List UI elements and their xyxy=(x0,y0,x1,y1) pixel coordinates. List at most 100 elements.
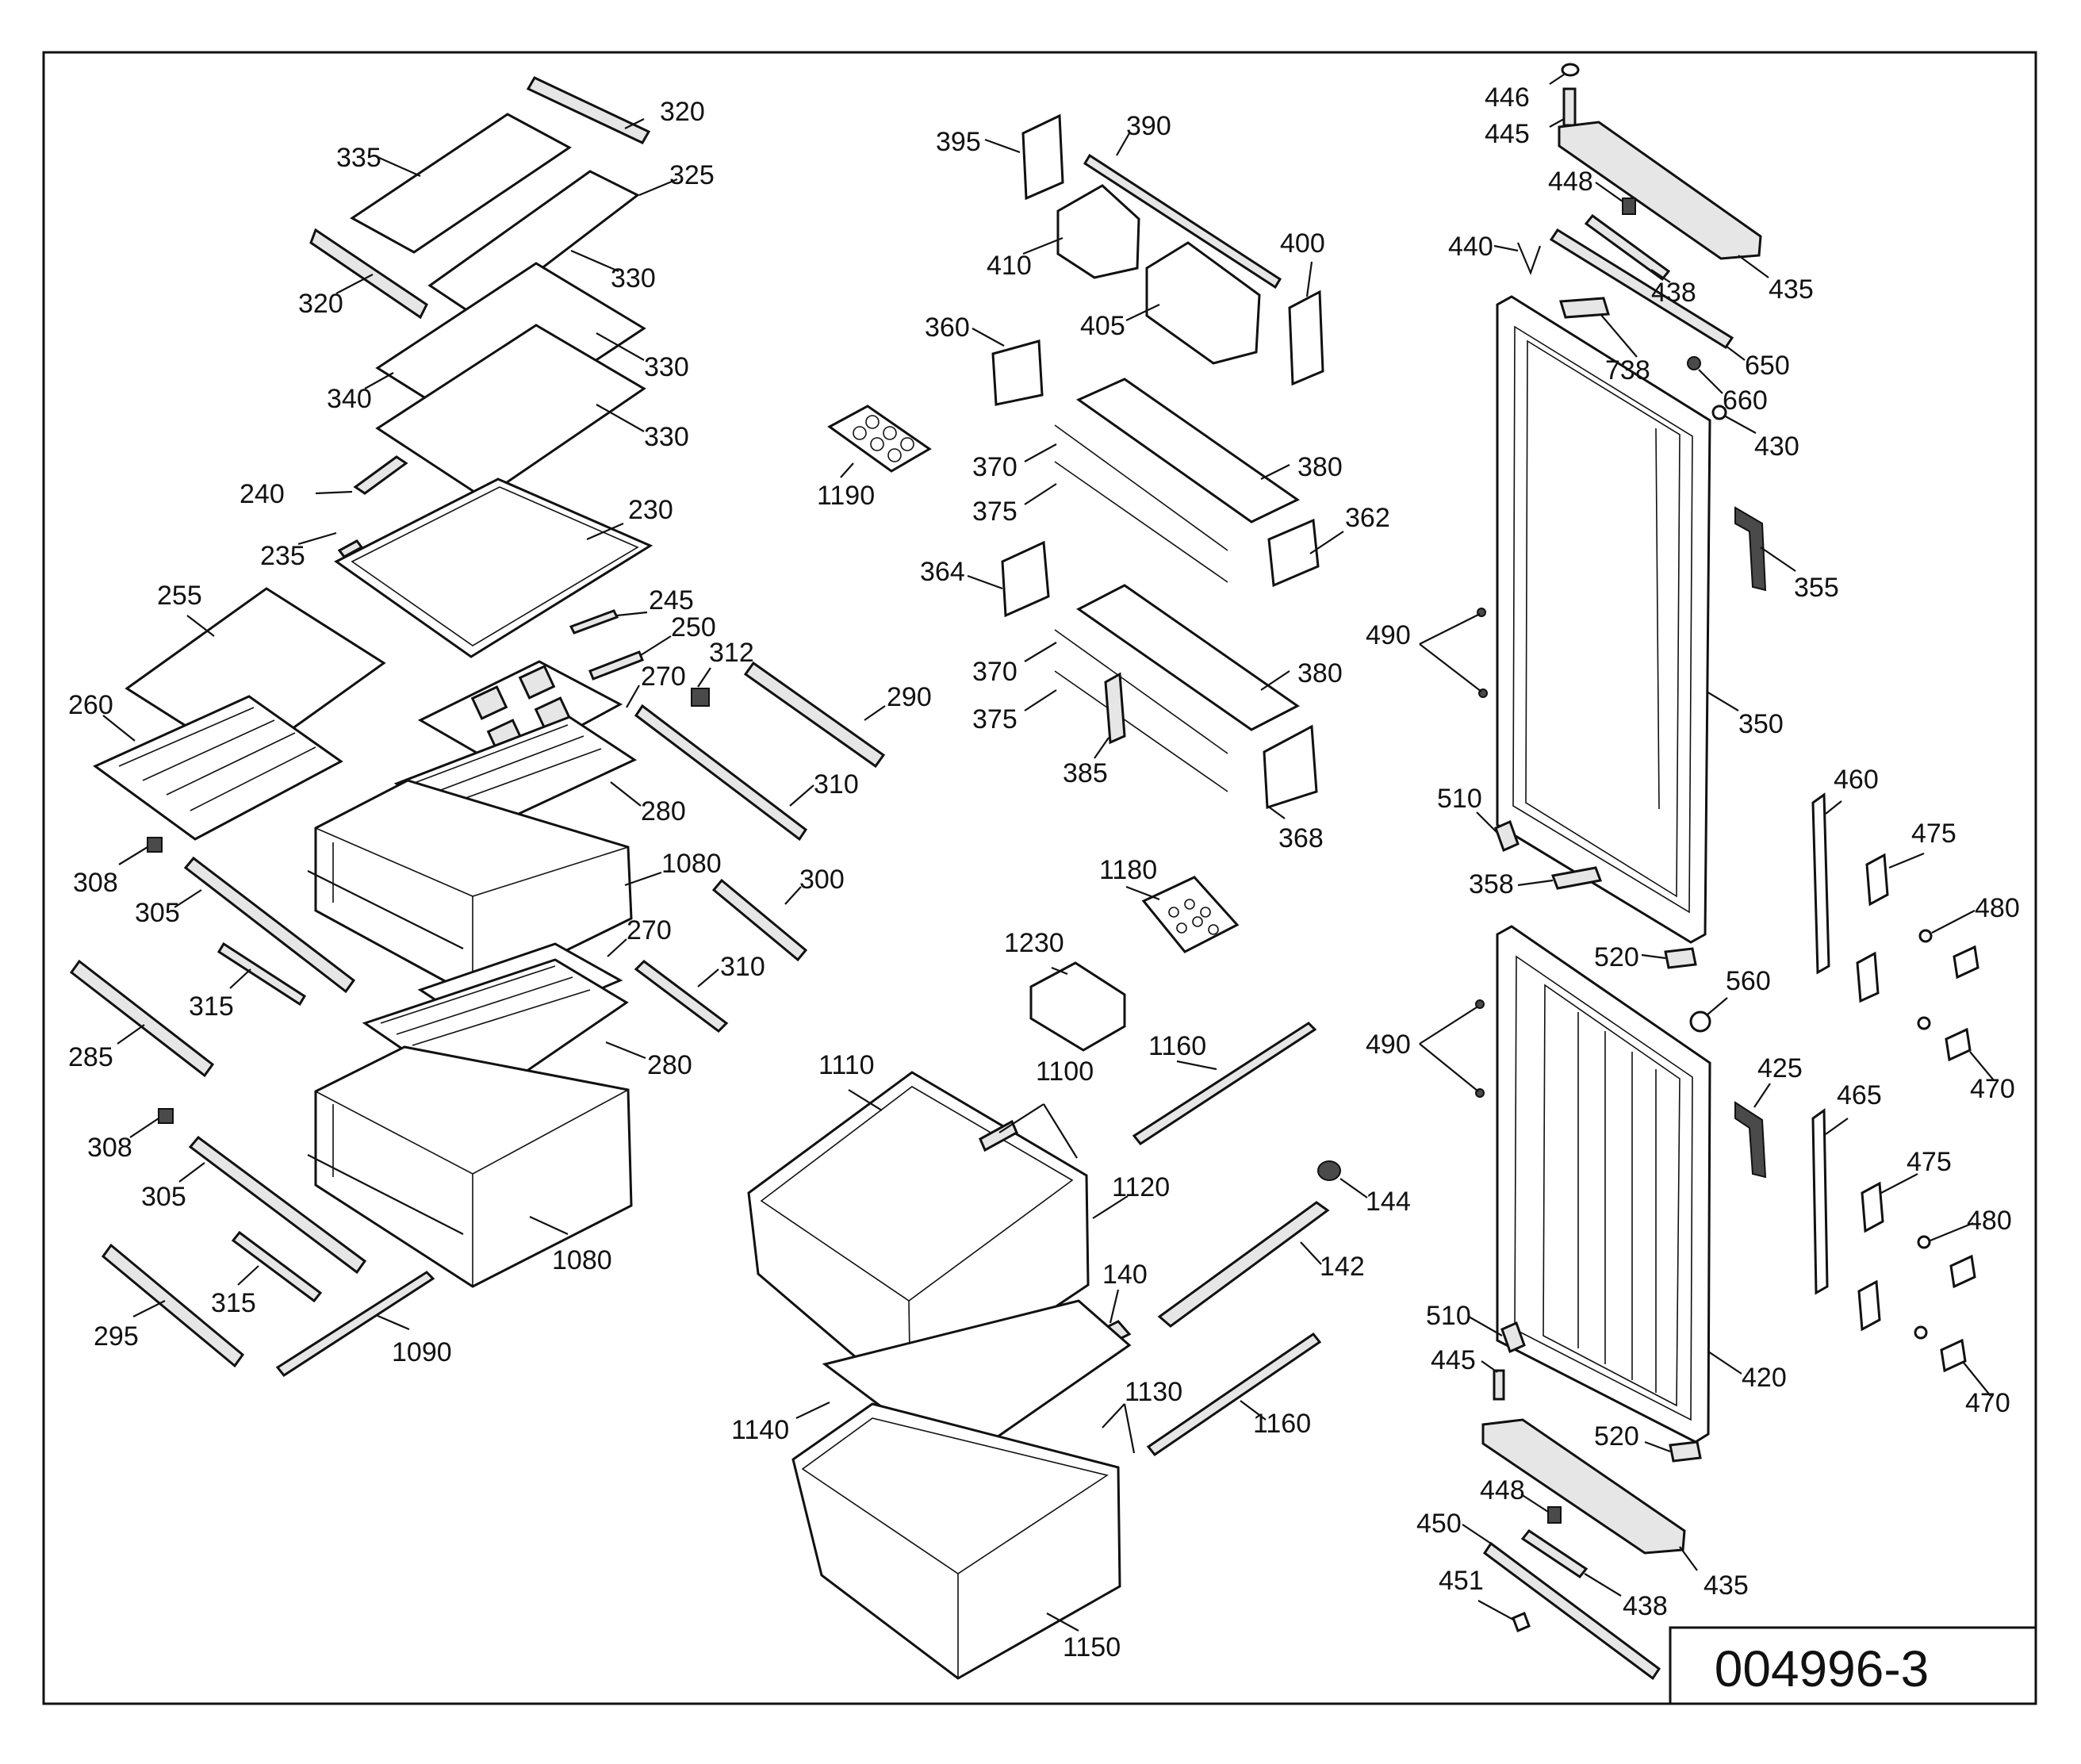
label-1090: 1090 xyxy=(392,1337,452,1367)
slide-290 xyxy=(743,661,886,769)
label-446: 446 xyxy=(1485,82,1530,113)
handle-425 xyxy=(1734,1101,1767,1179)
bar-390 xyxy=(1083,153,1282,290)
label-510: 510 xyxy=(1437,784,1482,814)
label-445: 445 xyxy=(1485,119,1530,149)
label-335: 335 xyxy=(336,143,381,173)
stop-520-upper xyxy=(1664,947,1697,969)
crisper-1150 xyxy=(791,1402,1121,1680)
egg-tray-1180 xyxy=(1141,876,1240,953)
label-490: 490 xyxy=(1366,620,1411,650)
clip-360 xyxy=(991,339,1044,406)
bin-410 xyxy=(1056,184,1140,279)
label-364: 364 xyxy=(920,557,965,587)
label-385: 385 xyxy=(1063,758,1108,788)
label-1150: 1150 xyxy=(1063,1632,1121,1662)
pin-445-lower xyxy=(1493,1369,1505,1401)
slide-300 xyxy=(711,878,808,962)
screw-480-b xyxy=(1917,1016,1931,1030)
label-425: 425 xyxy=(1757,1053,1803,1083)
label-380: 380 xyxy=(1297,658,1343,688)
label-465: 465 xyxy=(1837,1080,1882,1110)
label-510: 510 xyxy=(1426,1301,1471,1331)
handle-460 xyxy=(1811,792,1830,975)
door-420 xyxy=(1496,925,1711,1444)
label-451: 451 xyxy=(1439,1566,1484,1596)
label-438: 438 xyxy=(1623,1591,1668,1621)
label-520: 520 xyxy=(1594,1421,1639,1451)
label-375: 375 xyxy=(972,497,1018,527)
stop-520-lower xyxy=(1669,1440,1702,1463)
label-475: 475 xyxy=(1907,1147,1952,1177)
label-400: 400 xyxy=(1280,228,1325,259)
crisper-1130-rim xyxy=(801,1417,1109,1574)
rod-438-lower xyxy=(1520,1528,1589,1579)
label-435: 435 xyxy=(1704,1570,1749,1601)
label-355: 355 xyxy=(1794,573,1839,603)
shelf-380-lower xyxy=(1076,584,1300,731)
center-assembly xyxy=(747,113,1341,1680)
screw-480-d xyxy=(1914,1325,1928,1340)
label-380: 380 xyxy=(1297,452,1343,482)
label-290: 290 xyxy=(887,682,932,712)
hinge-435-top xyxy=(1558,121,1762,260)
label-330: 330 xyxy=(644,352,689,382)
label-1120: 1120 xyxy=(1112,1172,1170,1202)
rail-310-lower xyxy=(634,960,729,1033)
bar-450 xyxy=(1482,1541,1661,1681)
cap-470-d xyxy=(1940,1338,1967,1373)
cap-446 xyxy=(1561,63,1580,77)
label-560: 560 xyxy=(1726,966,1771,996)
label-1230: 1230 xyxy=(1004,928,1064,958)
label-410: 410 xyxy=(987,251,1032,281)
box-1230 xyxy=(1029,961,1126,1052)
drawer-1080-upper xyxy=(314,779,633,998)
label-650: 650 xyxy=(1745,351,1790,381)
rod-370-lower xyxy=(1054,629,1228,754)
clip-312 xyxy=(691,688,710,707)
bracket-362 xyxy=(1267,518,1320,588)
trim-320-top xyxy=(526,76,651,144)
rail-1160-lower xyxy=(1146,1332,1322,1457)
label-310: 310 xyxy=(814,769,859,800)
label-1080: 1080 xyxy=(661,849,722,879)
cap-470-c xyxy=(1949,1254,1976,1289)
label-420: 420 xyxy=(1742,1363,1787,1393)
slide-295 xyxy=(101,1243,245,1368)
label-480: 480 xyxy=(1975,893,2020,923)
label-1080: 1080 xyxy=(552,1245,612,1275)
label-435: 435 xyxy=(1769,274,1814,305)
label-470: 470 xyxy=(1970,1074,2015,1104)
screw-490-c xyxy=(1475,999,1485,1009)
label-358: 358 xyxy=(1469,869,1514,899)
label-1160: 1160 xyxy=(1253,1409,1311,1439)
label-1190: 1190 xyxy=(817,481,875,511)
rail-310-upper xyxy=(634,704,808,842)
label-738: 738 xyxy=(1605,355,1650,385)
cap-430 xyxy=(1711,405,1727,420)
shelf-frame-230 xyxy=(334,477,653,658)
label-1160: 1160 xyxy=(1148,1031,1206,1061)
slide-315-lower xyxy=(231,1230,323,1303)
cap-470-b xyxy=(1945,1027,1972,1062)
label-368: 368 xyxy=(1278,823,1324,853)
knob-144 xyxy=(1317,1160,1341,1181)
rod-375-upper xyxy=(1054,461,1228,583)
label-310: 310 xyxy=(720,952,765,982)
left-assembly xyxy=(69,76,886,1377)
label-300: 300 xyxy=(799,865,845,895)
label-1100: 1100 xyxy=(1036,1056,1094,1087)
cap-451 xyxy=(1512,1612,1531,1632)
label-330: 330 xyxy=(611,263,656,293)
label-305: 305 xyxy=(141,1182,186,1212)
bracket-475-lower xyxy=(1861,1181,1884,1233)
label-250: 250 xyxy=(671,612,716,642)
clip-738 xyxy=(1559,297,1610,319)
label-325: 325 xyxy=(669,160,715,190)
label-280: 280 xyxy=(641,796,686,826)
label-362: 362 xyxy=(1345,503,1390,533)
post-385 xyxy=(1104,672,1126,745)
bar-650 xyxy=(1549,228,1734,350)
bracket-400 xyxy=(1288,290,1324,386)
label-270: 270 xyxy=(641,662,686,692)
